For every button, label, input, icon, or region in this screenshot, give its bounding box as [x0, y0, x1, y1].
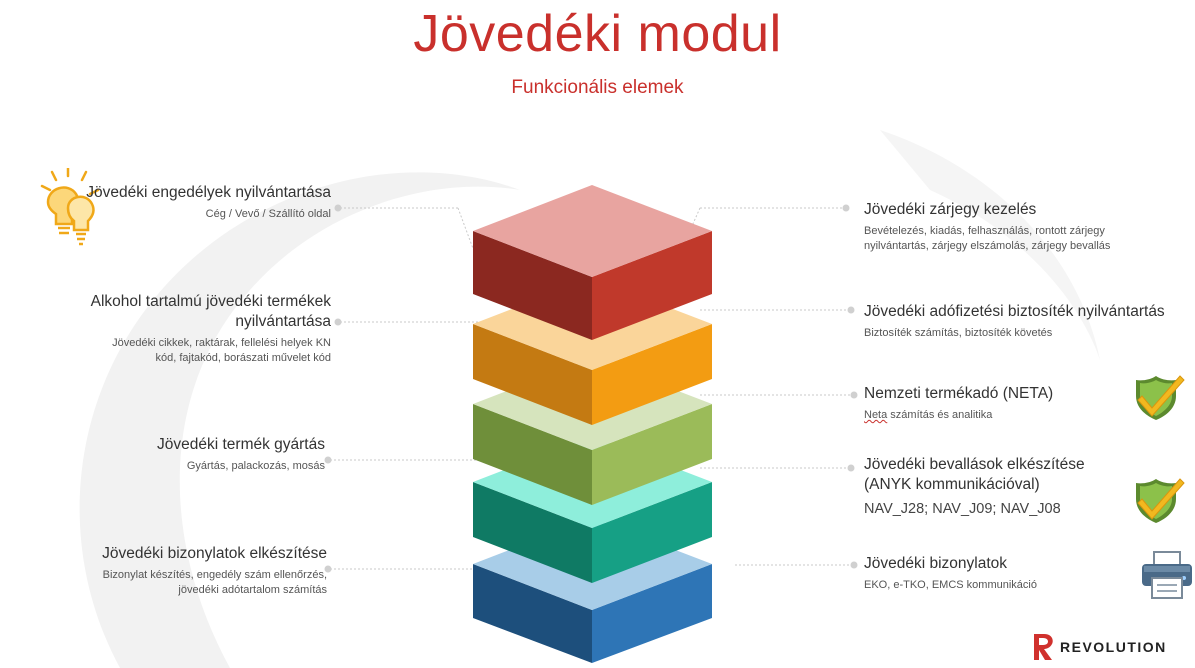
- checkmark-shield-icon: [1136, 375, 1185, 420]
- lightbulbs-icon: [40, 168, 100, 246]
- item-desc: EKO, e-TKO, EMCS kommunikáció: [864, 579, 1037, 591]
- right-item-neta: Nemzeti termékadó (NETA) Neta számítás é…: [864, 384, 1124, 423]
- item-title: Jövedéki bizonylatok elkészítése: [102, 545, 327, 562]
- page-subtitle: Funkcionális elemek: [511, 77, 684, 98]
- item-title: Alkohol tartalmú jövedéki termékek nyilv…: [90, 293, 331, 330]
- item-title: Jövedéki zárjegy kezelés: [864, 201, 1037, 218]
- item-title: Jövedéki bevallások elkészítése (ANYK ko…: [864, 456, 1085, 493]
- connector-dots: [324, 204, 858, 573]
- right-item-bizonylatok: Jövedéki bizonylatok EKO, e-TKO, EMCS ko…: [864, 554, 1124, 593]
- item-title: Jövedéki engedélyek nyilvántartása: [86, 184, 331, 201]
- left-item-bizonylatok-elkeszitese: Jövedéki bizonylatok elkészítése Bizonyl…: [37, 544, 327, 598]
- item-title: Nemzeti termékadó (NETA): [864, 385, 1054, 402]
- item-desc: NAV_J28; NAV_J09; NAV_J08: [864, 501, 1061, 517]
- page-title: Jövedéki modul: [413, 5, 782, 63]
- item-desc: Bizonylat készítés, engedély szám ellenő…: [102, 569, 327, 596]
- right-item-bevallasok: Jövedéki bevallások elkészítése (ANYK ko…: [864, 455, 1134, 519]
- item-desc-rest: számítás és analitika: [887, 409, 993, 421]
- revolution-logo: REVOLUTION: [1032, 630, 1167, 664]
- item-desc: Cég / Vevő / Szállító oldal: [205, 208, 331, 220]
- item-title: Jövedéki bizonylatok: [864, 555, 1008, 572]
- item-desc: Gyártás, palackozás, mosás: [186, 460, 325, 472]
- left-item-engedelyek: Jövedéki engedélyek nyilvántartása Cég /…: [71, 183, 331, 222]
- item-desc: Neta számítás és analitika: [864, 408, 1124, 423]
- item-title: Jövedéki adófizetési biztosíték nyilvánt…: [864, 303, 1165, 320]
- right-item-biztositek: Jövedéki adófizetési biztosíték nyilvánt…: [864, 302, 1194, 341]
- printer-icon: [1142, 551, 1192, 599]
- item-title: Jövedéki termék gyártás: [157, 436, 325, 453]
- item-desc: Jövedéki cikkek, raktárak, fellelési hel…: [112, 337, 331, 364]
- revolution-logo-mark: [1034, 634, 1053, 660]
- layer-red: [473, 185, 712, 340]
- left-item-alkohol: Alkohol tartalmú jövedéki termékek nyilv…: [31, 292, 331, 366]
- logo-text: REVOLUTION: [1060, 639, 1167, 655]
- left-item-gyartas: Jövedéki termék gyártás Gyártás, palacko…: [45, 435, 325, 474]
- item-desc: Biztosíték számítás, biztosíték követés: [864, 327, 1053, 339]
- item-desc: Bevételezés, kiadás, felhasználás, ronto…: [864, 225, 1111, 252]
- right-item-zarjegy: Jövedéki zárjegy kezelés Bevételezés, ki…: [864, 200, 1164, 254]
- checkmark-shield-icon: [1136, 478, 1185, 523]
- item-desc-word: Neta: [864, 409, 888, 421]
